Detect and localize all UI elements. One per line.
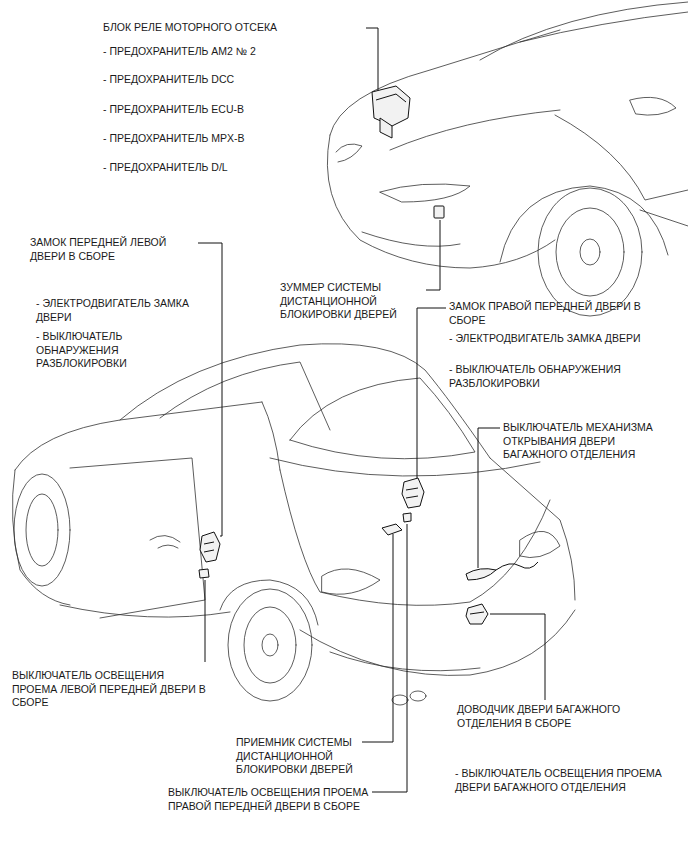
part-label: БЛОК РЕЛЕ МОТОРНОГО ОТСЕКА [103,21,373,35]
left-courtesy-switch [199,569,209,578]
part-label: - ВЫКЛЮЧАТЕЛЬ ОБНАРУЖЕНИЯ РАЗБЛОКИРОВКИ [36,330,161,371]
part-label: - ЭЛЕКТРОДВИГАТЕЛЬ ЗАМКА ДВЕРИ [36,297,214,324]
right-courtesy-switch [403,513,411,522]
part-label: - ВЫКЛЮЧАТЕЛЬ ОБНАРУЖЕНИЯ РАЗБЛОКИРОВКИ [449,363,664,390]
part-label: ВЫКЛЮЧАТЕЛЬ МЕХАНИЗМА ОТКРЫВАНИЯ ДВЕРИ Б… [503,421,673,462]
part-label: - ПРЕДОХРАНИТЕЛЬ MPX-B [103,132,323,146]
buzzer [434,206,444,218]
part-label: ВЫКЛЮЧАТЕЛЬ ОСВЕЩЕНИЯ ПРОЕМА ЛЕВОЙ ПЕРЕД… [12,669,212,710]
part-label: ВЫКЛЮЧАТЕЛЬ ОСВЕЩЕНИЯ ПРОЕМА ПРАВОЙ ПЕРЕ… [168,786,398,813]
part-label: ПРИЕМНИК СИСТЕМЫ ДИСТАНЦИОННОЙ БЛОКИРОВК… [236,736,376,777]
front-car-outline [327,2,688,316]
part-label: - ПРЕДОХРАНИТЕЛЬ D/L [103,161,323,175]
right-door-lock [402,478,424,508]
trunk-closer [466,604,488,624]
part-label: ЗАМОК ПЕРЕДНЕЙ ЛЕВОЙ ДВЕРИ В СБОРЕ [30,236,195,263]
part-label: ЗУММЕР СИСТЕМЫ ДИСТАНЦИОННОЙ БЛОКИРОВКИ … [280,281,420,322]
part-label: - ПРЕДОХРАНИТЕЛЬ AM2 № 2 [103,45,323,59]
part-label: ЗАМОК ПРАВОЙ ПЕРЕДНЕЙ ДВЕРИ В СБОРЕ [449,300,664,327]
part-label: ДОВОДЧИК ДВЕРИ БАГАЖНОГО ОТДЕЛЕНИЯ В СБО… [457,703,642,730]
trunk-opener-switch [466,562,538,580]
rear-car-outline [12,344,575,705]
leader-lines [198,28,545,792]
door-lock-receiver [382,524,402,535]
relay-block [372,86,410,138]
left-door-lock [200,532,220,562]
part-label: - ЭЛЕКТРОДВИГАТЕЛЬ ЗАМКА ДВЕРИ [449,332,649,346]
part-label: - ПРЕДОХРАНИТЕЛЬ ECU-B [103,103,323,117]
part-label: - ВЫКЛЮЧАТЕЛЬ ОСВЕЩЕНИЯ ПРОЕМА ДВЕРИ БАГ… [455,767,680,794]
part-label: - ПРЕДОХРАНИТЕЛЬ DCC [103,73,323,87]
